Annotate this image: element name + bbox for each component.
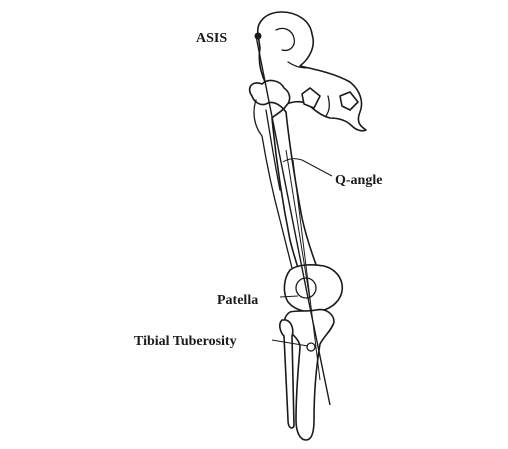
pelvis (258, 12, 366, 131)
label-asis: ASIS (196, 31, 227, 46)
fibula (280, 320, 294, 428)
q-angle-leader-line (302, 160, 332, 176)
knee (284, 265, 342, 312)
asis-point-marker (255, 33, 262, 40)
label-tibial-tuberosity: Tibial Tuberosity (134, 334, 237, 349)
label-q-angle: Q-angle (335, 173, 382, 188)
label-patella: Patella (217, 293, 258, 308)
